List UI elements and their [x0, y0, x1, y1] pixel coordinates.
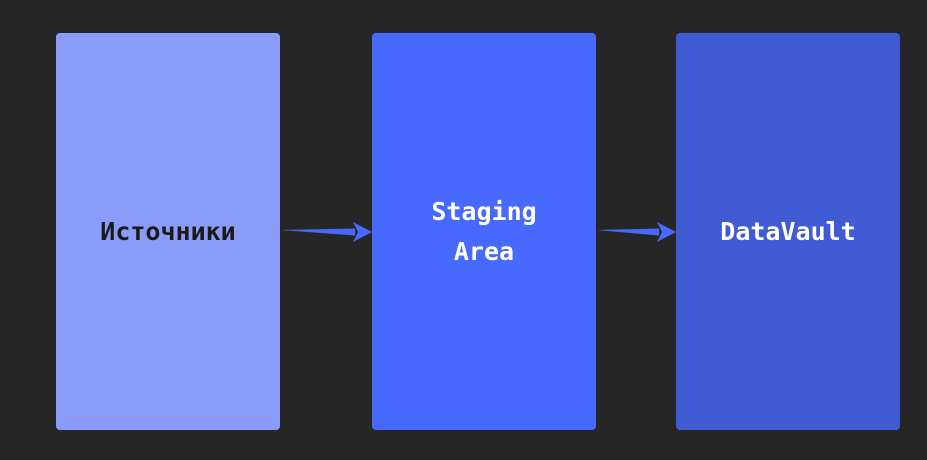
arrow-head-icon: [657, 222, 676, 242]
arrow-staging-to-datavault: [596, 222, 676, 242]
staging-area-label: Staging Area: [431, 196, 537, 266]
datavault-label: DataVault: [720, 216, 856, 246]
sources-label: Источники: [100, 216, 236, 246]
arrow-sources-to-staging: [280, 222, 372, 242]
datavault-block: DataVault: [676, 33, 900, 430]
arrow-head-icon: [353, 222, 372, 242]
arrow-shaft: [596, 228, 659, 236]
arrow-shaft: [280, 228, 355, 236]
staging-area-block: Staging Area: [372, 33, 596, 430]
sources-block: Источники: [56, 33, 280, 430]
